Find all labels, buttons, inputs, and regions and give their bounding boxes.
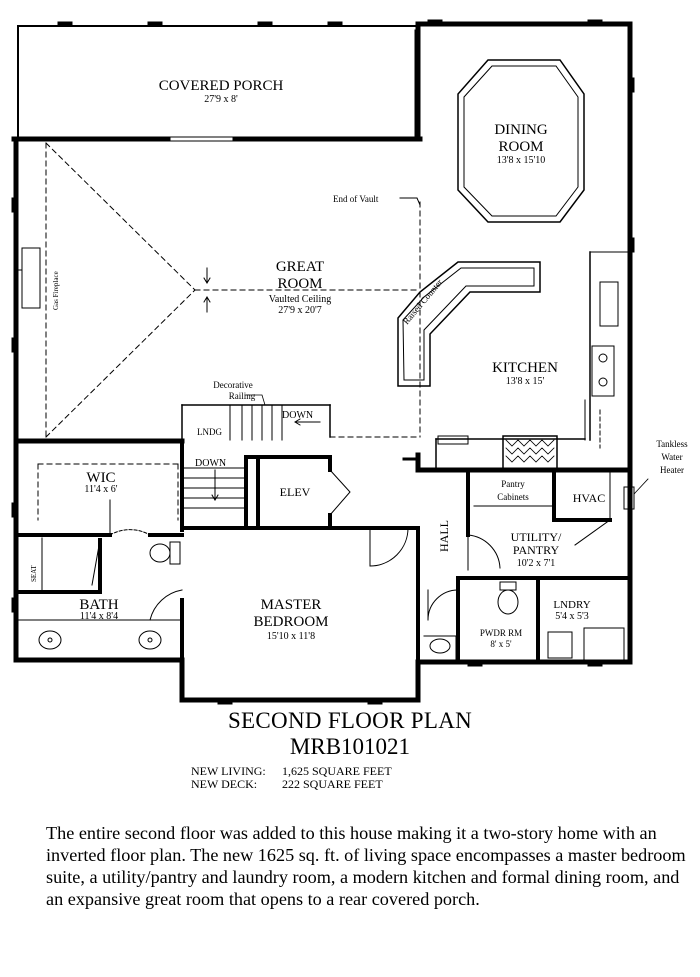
stair-down-upper: DOWN [282,410,313,421]
gas-fireplace-label: Gas Fireplace [52,271,60,310]
wic-name: WIC [86,470,115,486]
pantry-cabinets-label-1: Pantry [501,479,525,489]
stair-down-lower: DOWN [195,458,226,469]
stats-value: 1,625 SQUARE FEET [282,764,392,778]
great-room-name-1: GREAT [276,259,324,275]
stats-row-deck: NEW DECK: 222 SQUARE FEET [191,778,392,791]
master-bedroom-name-2: BEDROOM [253,614,328,630]
decorative-railing-label-2: Railing [229,391,256,401]
dining-room-name-2: ROOM [498,139,543,155]
raised-counter-label: Raised Counter [401,277,444,326]
kitchen-name: KITCHEN [492,360,558,376]
utility-pantry-name-2: PANTRY [513,543,560,557]
kitchen-dims: 13'8 x 15' [506,376,545,387]
powder-room-dims: 8' x 5' [490,639,512,649]
decorative-railing-label-1: Decorative [213,380,252,390]
stats-row-living: NEW LIVING: 1,625 SQUARE FEET [191,765,392,778]
utility-pantry-dims: 10'2 x 7'1 [517,558,556,569]
project-description: The entire second floor was added to thi… [46,823,686,909]
stats-block: NEW LIVING: 1,625 SQUARE FEET NEW DECK: 22… [191,765,392,791]
end-of-vault-label: End of Vault [333,194,379,204]
dining-room-dims: 13'8 x 15'10 [497,155,546,166]
covered-porch-dims: 27'9 x 8' [204,94,238,105]
utility-pantry-name-1: UTILITY/ [511,530,562,544]
dining-room-name-1: DINING [494,122,547,138]
landing-label: LNDG [197,427,222,437]
great-room-name-2: ROOM [277,276,322,292]
laundry-name: LNDRY [553,599,590,611]
stats-key: NEW DECK: [191,777,258,791]
hvac-label: HVAC [573,491,605,505]
floor-plan-drawing: COVERED PORCH 27'9 x 8' DINING ROOM 13'8… [11,19,688,705]
seat-label: SEAT [30,565,38,582]
covered-porch-name: COVERED PORCH [159,78,284,94]
plan-id: MRB101021 [289,734,411,759]
bath-dims: 11'4 x 8'4 [80,611,118,622]
plan-title: SECOND FLOOR PLAN [227,708,473,733]
powder-room-name: PWDR RM [480,628,522,638]
tankless-label-2: Water [661,452,682,462]
master-bedroom-name-1: MASTER [261,597,322,613]
great-room-note: Vaulted Ceiling [269,294,332,305]
stats-key: NEW LIVING: [191,764,266,778]
elevator-label: ELEV [280,485,311,499]
laundry-dims: 5'4 x 5'3 [555,611,589,622]
hall-label: HALL [437,520,451,552]
great-room-dims: 27'9 x 20'7 [278,305,322,316]
tankless-label-1: Tankless [656,439,688,449]
wic-dims: 11'4 x 6' [84,484,117,495]
pantry-cabinets-label-2: Cabinets [497,492,529,502]
master-bedroom-dims: 15'10 x 11'8 [267,631,315,642]
bath-name: BATH [79,597,118,613]
stats-value: 222 SQUARE FEET [282,777,383,791]
tankless-label-3: Heater [660,465,684,475]
